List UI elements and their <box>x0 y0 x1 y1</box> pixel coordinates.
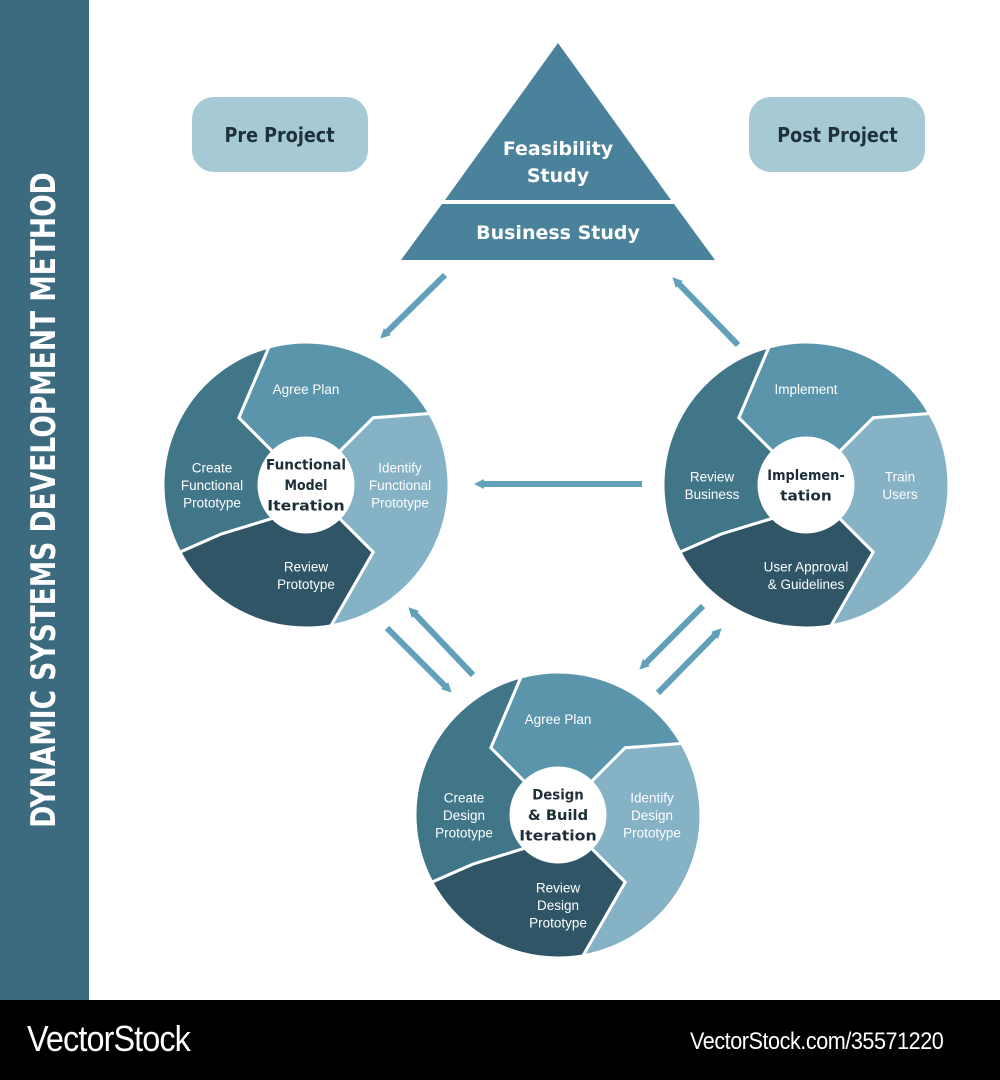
segment-bottom-label: Review <box>284 559 329 574</box>
segment-top <box>489 670 685 784</box>
hub-label: Design <box>532 788 584 804</box>
cycle-design-build: Agree PlanIdentifyDesignPrototypeReviewD… <box>413 670 703 960</box>
cycle-functional: Agree PlanIdentifyFunctionalPrototypeRev… <box>161 340 451 630</box>
flow-arrows <box>380 272 741 696</box>
segment-left-label: Functional <box>181 478 243 493</box>
segment-right-label: Identify <box>630 791 674 806</box>
segment-left-label: Create <box>444 791 485 806</box>
segment-bottom-label: Prototype <box>277 577 335 592</box>
segment-bottom-label: & Guidelines <box>768 577 845 592</box>
dsdm-diagram: Feasibility Study Business Study Agree P… <box>161 43 951 960</box>
segment-right <box>827 411 951 628</box>
segment-bottom <box>177 516 376 630</box>
pyramid: Feasibility Study Business Study <box>401 43 715 260</box>
arrow-implementation-to-design <box>639 603 706 670</box>
arrow-functional-to-design <box>384 625 452 693</box>
segment-top-label: Agree Plan <box>525 712 592 727</box>
segment-right-label: Functional <box>369 478 431 493</box>
footer: VectorStock VectorStock.com/35571220 <box>0 1000 1000 1080</box>
segment-left-label: Prototype <box>435 826 493 841</box>
segment-right-label: Train <box>885 469 915 484</box>
vectorstock-url: VectorStock.com/35571220 <box>690 1028 944 1055</box>
hub-label: Iteration <box>519 829 596 845</box>
hub-label: tation <box>780 488 832 504</box>
hub-label: Model <box>285 478 328 494</box>
hub-circle <box>260 439 352 531</box>
segment-left-label: Create <box>192 461 233 476</box>
segment-left-label: Business <box>685 487 740 502</box>
business-study-band <box>401 204 715 260</box>
segment-bottom-label: Design <box>537 898 579 913</box>
segment-right-label: Prototype <box>371 496 429 511</box>
post-project-label: Post Project <box>776 122 898 147</box>
hub-circle <box>760 439 852 531</box>
segment-left <box>413 674 528 885</box>
segment-bottom-label: Review <box>536 881 581 896</box>
segment-right-label: Identify <box>378 461 422 476</box>
pre-project-box: Pre Project <box>192 97 368 172</box>
feasibility-study-label-line1: Feasibility <box>503 138 614 160</box>
segment-bottom <box>677 516 876 630</box>
arrow-business-to-functional <box>380 272 448 339</box>
hub-label: Implemen- <box>767 468 844 484</box>
sidebar: DYNAMIC SYSTEMS DEVELOPMENT METHOD <box>0 0 89 1000</box>
segment-right-label: Prototype <box>623 826 681 841</box>
segment-right-label: Users <box>882 487 918 502</box>
arrow-design-to-implementation <box>655 628 722 696</box>
hub-label: Iteration <box>267 499 344 515</box>
hub-label: & Build <box>528 808 588 824</box>
segment-left-label: Design <box>443 808 485 823</box>
business-study-label: Business Study <box>476 222 640 244</box>
hub-circle <box>512 769 604 861</box>
segment-left-label: Prototype <box>183 496 241 511</box>
feasibility-study-label-line2: Study <box>527 165 590 187</box>
hub-label: Functional <box>266 458 346 474</box>
segment-left <box>161 344 276 555</box>
segment-left-label: Review <box>690 469 735 484</box>
segment-top <box>737 340 933 454</box>
segment-bottom <box>429 846 628 960</box>
pre-project-label: Pre Project <box>224 122 336 147</box>
segment-top <box>237 340 433 454</box>
segment-bottom-label: User Approval <box>764 559 849 574</box>
segment-top-label: Implement <box>774 382 837 397</box>
segment-right-label: Design <box>631 808 673 823</box>
feasibility-study-triangle <box>445 43 671 200</box>
segment-left <box>661 344 776 555</box>
vectorstock-logo: VectorStock <box>27 1018 191 1059</box>
arrow-implementation-to-business <box>672 277 741 348</box>
segment-right <box>579 741 703 958</box>
segment-bottom-label: Prototype <box>529 916 587 931</box>
segment-top-label: Agree Plan <box>273 382 340 397</box>
segment-right <box>327 411 451 628</box>
arrow-design-to-functional <box>408 607 476 678</box>
post-project-box: Post Project <box>749 97 925 172</box>
